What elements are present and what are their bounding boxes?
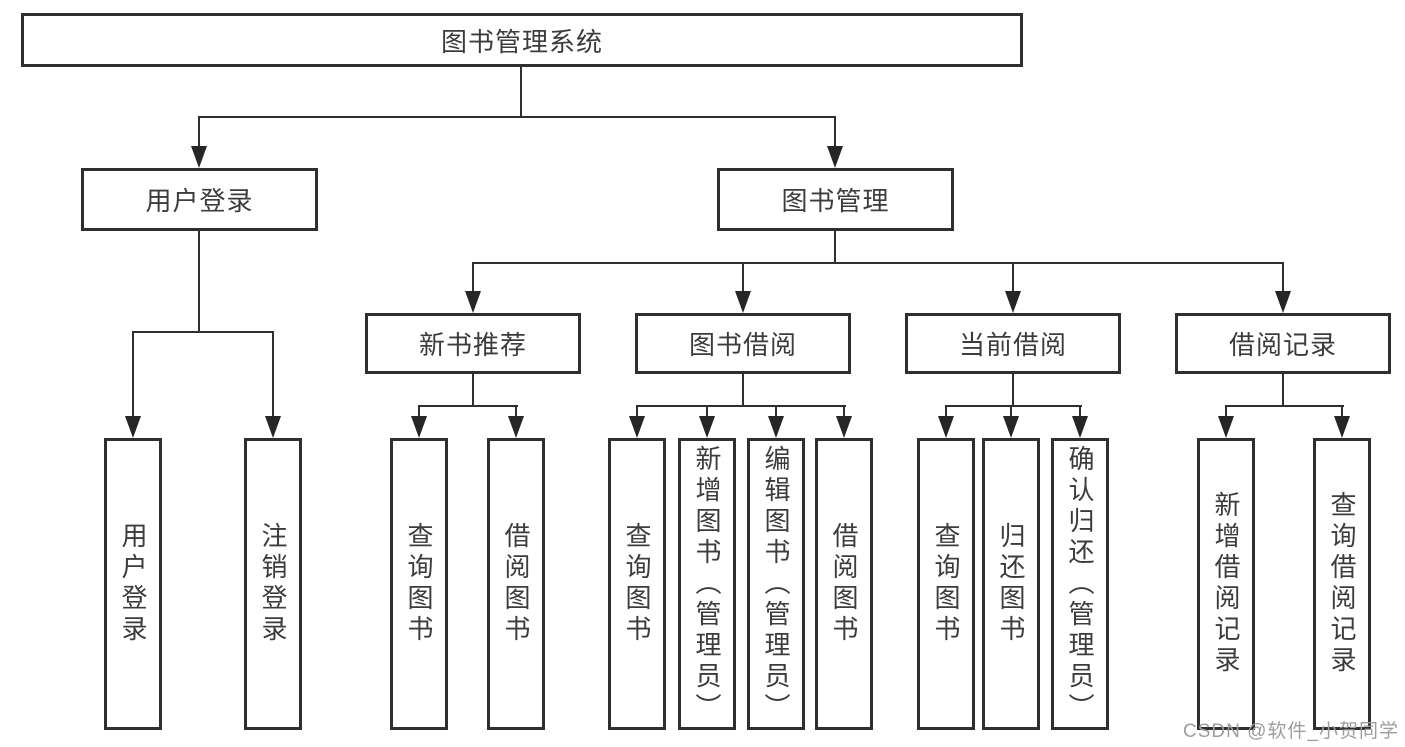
connector-line: [1079, 406, 1081, 418]
connector-line: [1010, 406, 1012, 418]
leaf-bb-add-books-admin-label: 新增图书（管理员）: [692, 444, 722, 724]
connector-line: [198, 117, 200, 148]
leaf-cb-confirm-return-admin: 确认归还（管理员）: [1051, 438, 1109, 730]
node-current-borrow: 当前借阅: [905, 313, 1121, 374]
leaf-cb-query-books: 查询图书: [917, 438, 975, 730]
connector-line: [636, 406, 638, 418]
arrow-down-icon: [827, 146, 843, 168]
leaf-bb-borrow-books: 借阅图书: [815, 438, 873, 730]
node-new-book-recommend: 新书推荐: [365, 313, 581, 374]
connector-line: [1282, 263, 1284, 293]
leaf-cb-confirm-return-admin-label: 确认归还（管理员）: [1065, 444, 1095, 724]
arrow-down-icon: [1072, 416, 1088, 438]
connector-line: [636, 405, 846, 407]
leaf-nb-query-books-label: 查询图书: [404, 522, 434, 646]
leaf-br-query-record: 查询借阅记录: [1313, 438, 1371, 730]
connector-line: [1012, 263, 1014, 293]
connector-line: [520, 67, 522, 117]
connector-line: [834, 231, 836, 263]
arrow-down-icon: [768, 416, 784, 438]
arrow-down-icon: [938, 416, 954, 438]
leaf-br-add-record-label: 新增借阅记录: [1211, 491, 1241, 677]
connector-line: [515, 406, 517, 418]
node-user-login: 用户登录: [81, 168, 318, 231]
arrow-down-icon: [735, 291, 751, 313]
arrow-down-icon: [629, 416, 645, 438]
connector-line: [834, 117, 836, 148]
node-library-system-label: 图书管理系统: [440, 26, 603, 57]
arrow-down-icon: [465, 291, 481, 313]
connector-line: [1282, 374, 1284, 406]
leaf-bb-add-books-admin: 新增图书（管理员）: [678, 438, 736, 730]
arrow-down-icon: [508, 416, 524, 438]
connector-line: [418, 406, 420, 418]
csdn-watermark: CSDN @软件_小贺同学: [1183, 721, 1399, 742]
connector-line: [945, 405, 1082, 407]
connector-line: [742, 374, 744, 406]
arrow-down-icon: [1005, 291, 1021, 313]
node-book-management: 图书管理: [717, 168, 954, 231]
arrow-down-icon: [1275, 291, 1291, 313]
connector-line: [132, 331, 274, 333]
leaf-nb-borrow-books-label: 借阅图书: [501, 522, 531, 646]
leaf-bb-query-books: 查询图书: [608, 438, 666, 730]
leaf-nb-borrow-books: 借阅图书: [487, 438, 545, 730]
connector-line: [945, 406, 947, 418]
connector-line: [198, 231, 200, 332]
connector-line: [775, 406, 777, 418]
leaf-cb-return-books-label: 归还图书: [996, 522, 1026, 646]
node-borrow-records: 借阅记录: [1175, 313, 1391, 374]
arrow-down-icon: [1218, 416, 1234, 438]
leaf-bb-edit-books-admin-label: 编辑图书（管理员）: [761, 444, 791, 724]
leaf-logout-login-label: 注销登录: [258, 522, 288, 646]
leaf-br-query-record-label: 查询借阅记录: [1327, 491, 1357, 677]
arrow-down-icon: [411, 416, 427, 438]
leaf-nb-query-books: 查询图书: [390, 438, 448, 730]
connector-line: [472, 263, 474, 293]
connector-line: [1225, 406, 1227, 418]
node-book-management-label: 图书管理: [781, 186, 890, 216]
node-user-login-label: 用户登录: [145, 186, 254, 216]
node-new-book-recommend-label: 新书推荐: [418, 330, 527, 360]
arrow-down-icon: [1003, 416, 1019, 438]
node-current-borrow-label: 当前借阅: [958, 330, 1067, 360]
leaf-bb-borrow-books-label: 借阅图书: [829, 522, 859, 646]
connector-line: [742, 263, 744, 293]
connector-line: [272, 332, 274, 418]
leaf-user-login: 用户登录: [104, 438, 162, 730]
connector-line: [472, 262, 1284, 264]
arrow-down-icon: [191, 146, 207, 168]
leaf-br-add-record: 新增借阅记录: [1197, 438, 1255, 730]
leaf-bb-edit-books-admin: 编辑图书（管理员）: [747, 438, 805, 730]
arrow-down-icon: [265, 416, 281, 438]
arrow-down-icon: [699, 416, 715, 438]
node-book-borrow-label: 图书借阅: [688, 330, 797, 360]
connector-line: [843, 406, 845, 418]
connector-line: [472, 374, 474, 406]
arrow-down-icon: [836, 416, 852, 438]
connector-line: [198, 116, 836, 118]
leaf-user-login-label: 用户登录: [118, 522, 148, 646]
connector-line: [1012, 374, 1014, 406]
connector-line: [1341, 406, 1343, 418]
leaf-cb-return-books: 归还图书: [982, 438, 1040, 730]
node-library-system: 图书管理系统: [21, 13, 1023, 67]
arrow-down-icon: [1334, 416, 1350, 438]
connector-line: [706, 406, 708, 418]
leaf-logout-login: 注销登录: [244, 438, 302, 730]
connector-line: [132, 332, 134, 418]
leaf-cb-query-books-label: 查询图书: [931, 522, 961, 646]
connector-line: [418, 405, 518, 407]
connector-line: [1225, 405, 1344, 407]
arrow-down-icon: [125, 416, 141, 438]
node-book-borrow: 图书借阅: [635, 313, 851, 374]
node-borrow-records-label: 借阅记录: [1228, 330, 1337, 360]
leaf-bb-query-books-label: 查询图书: [622, 522, 652, 646]
